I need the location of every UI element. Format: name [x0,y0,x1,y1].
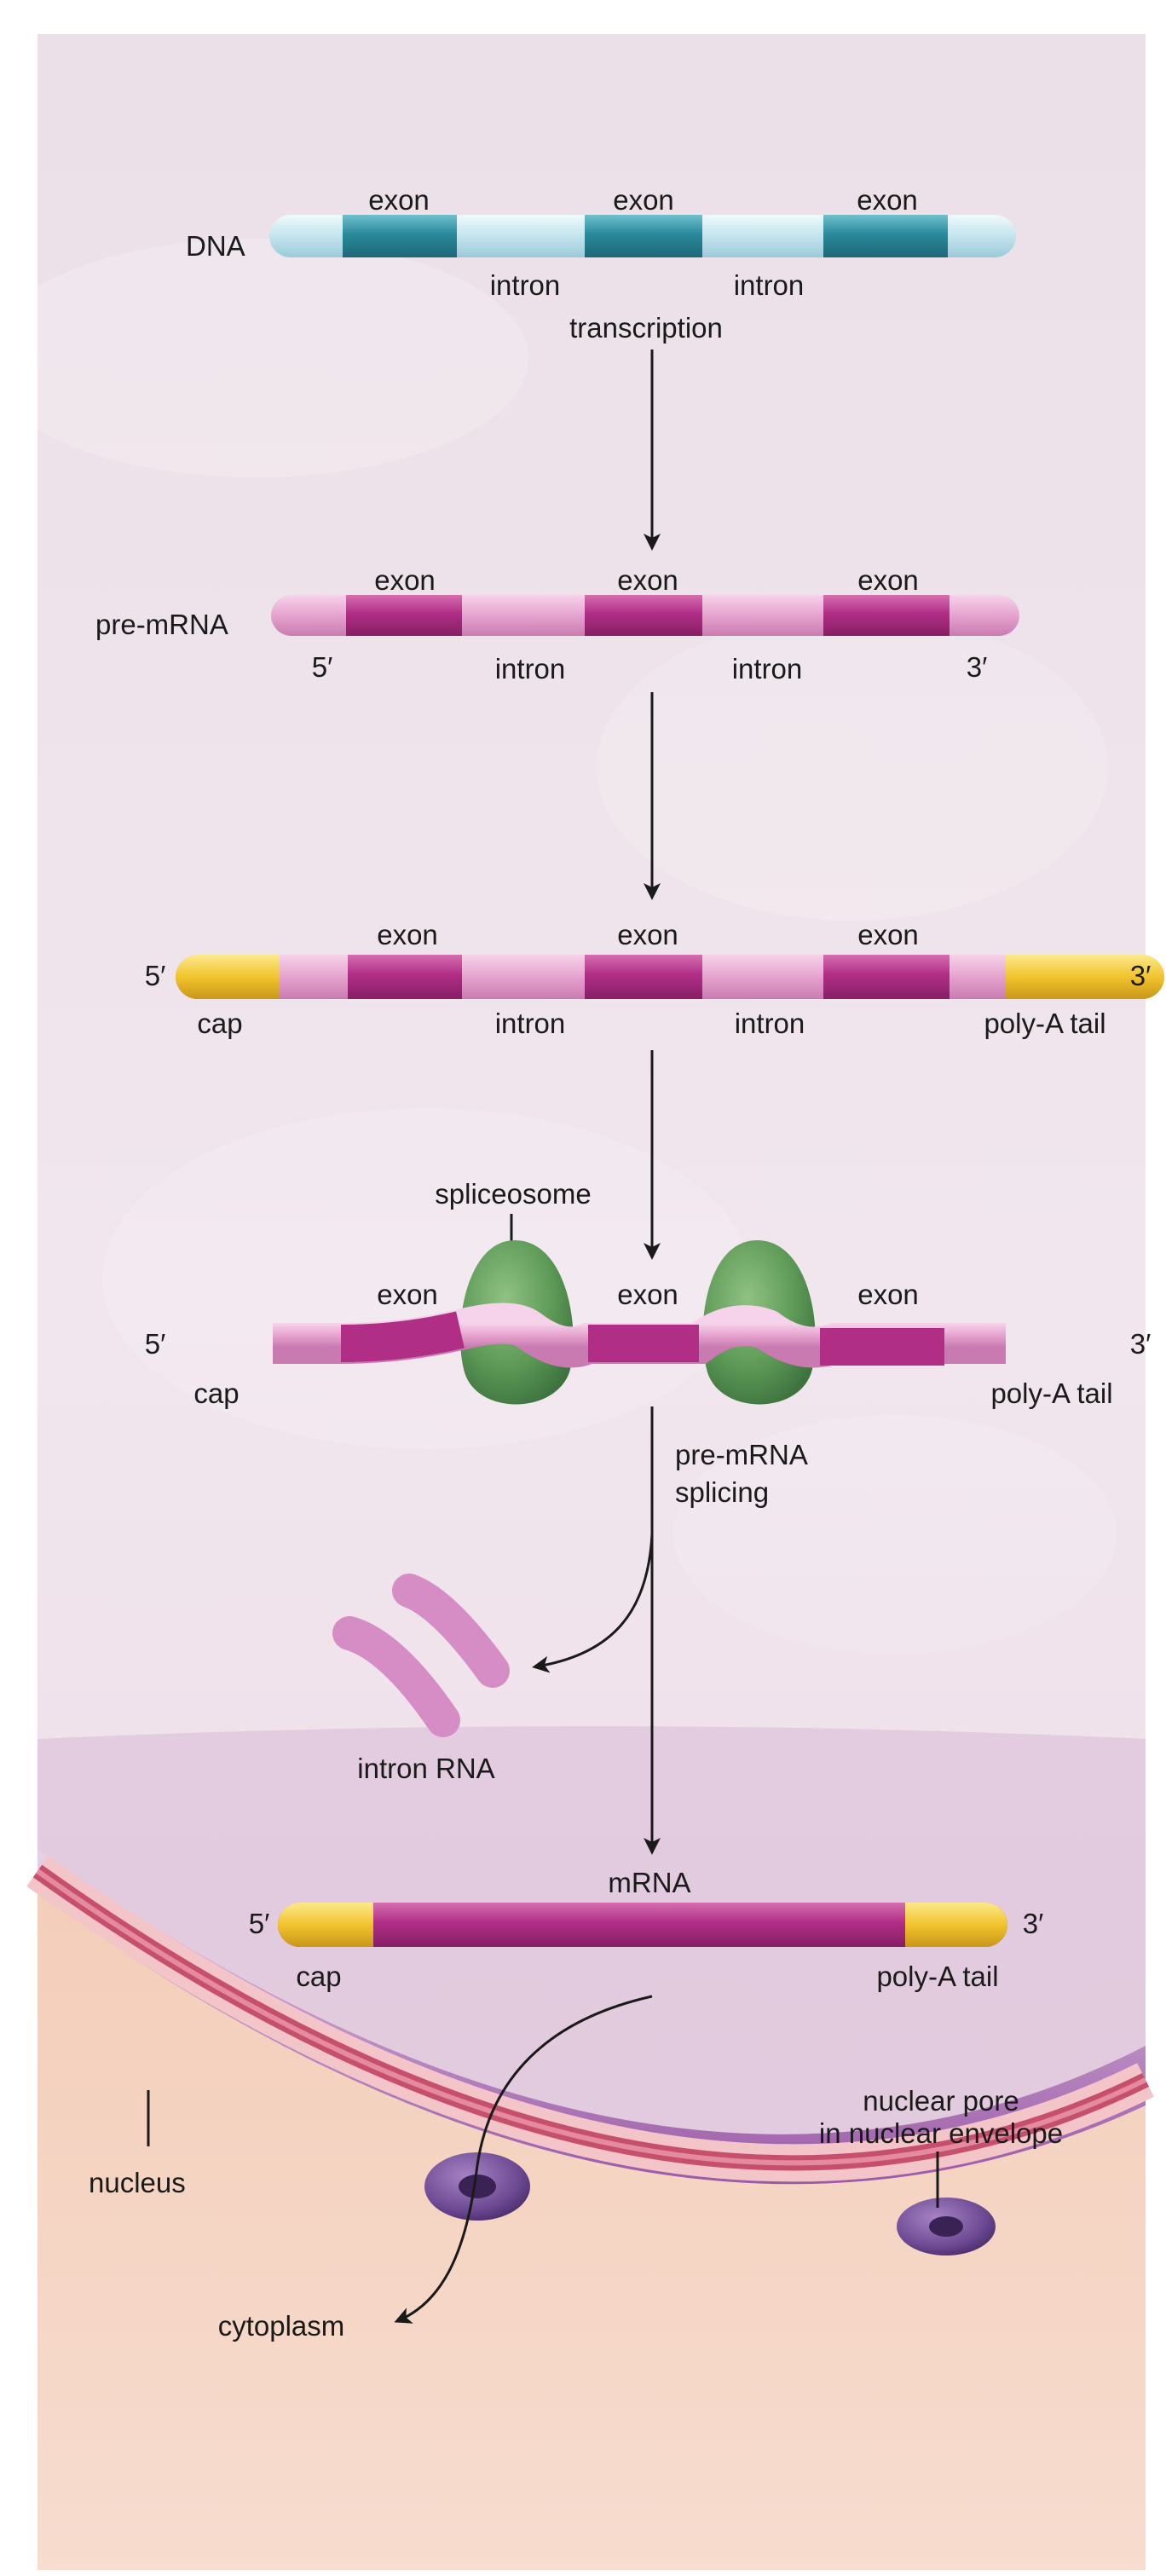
pre-mrna-exon-label-2: exon [617,564,678,596]
dna-intron-label-2: intron [734,269,805,301]
export-arrow [394,1995,653,2324]
splicing-exon-label-3: exon [857,1279,919,1310]
transcription-label: transcription [569,312,723,344]
dna-exon-label-1: exon [368,184,430,216]
pre-mrna-exon-label-3: exon [857,564,919,596]
capped-cap-label: cap [197,1008,242,1039]
capped-exon-label-2: exon [617,919,678,950]
dna-strand [269,215,1016,257]
capped-poly-a-label: poly-A tail [984,1008,1105,1039]
capped-three-prime: 3′ [1130,960,1152,991]
mrna-cap-label: cap [296,1961,341,1992]
pre-mrna-five-prime: 5′ [312,651,333,683]
pre-mrna-intron-label-2: intron [732,653,803,684]
pre-mrna-exon-label-1: exon [374,564,436,596]
capped-intron-label-1: intron [495,1008,566,1039]
intron-rna-label: intron RNA [357,1753,494,1784]
splicing-three-prime: 3′ [1130,1328,1152,1360]
dna-intron-label-1: intron [490,269,561,301]
pre-mrna-label: pre-mRNA [95,609,228,640]
capped-intron-label-2: intron [735,1008,805,1039]
pre-mrna-intron-label-1: intron [495,653,566,684]
splicing-poly-a-label: poly-A tail [990,1378,1112,1409]
pre-mrna-exon-3 [823,595,950,636]
nuclear-pore-label-1: nuclear pore [863,2085,1019,2117]
intron-removal-arrow [532,1533,654,1673]
mrna-five-prime: 5′ [249,1908,270,1939]
splicing-exon-label-2: exon [617,1279,678,1310]
capped-five-prime: 5′ [145,960,166,991]
nuclear-pore-label-2: in nuclear envelope [819,2117,1063,2149]
nuclear-pore-right [897,2198,996,2255]
pre-mrna-exon-2 [585,595,702,636]
dna-label: DNA [186,230,245,262]
splicing-exon-1 [340,1311,465,1362]
capped-cap [176,955,280,999]
capped-pre-mrna-strand [176,955,1164,999]
splicing-strand [180,1302,1111,1368]
mrna-poly-a [905,1903,1007,1947]
capped-exon-3 [823,955,950,999]
splicing-cap-label: cap [193,1378,239,1409]
capped-exon-label-1: exon [377,919,438,950]
capped-exon-1 [348,955,462,999]
capped-poly-a [1006,955,1164,999]
mrna-poly-a-label: poly-A tail [876,1961,998,1992]
intron-rna-fragment-1 [392,1574,510,1688]
cell-region [26,1726,1154,2570]
cytoplasm-label: cytoplasm [218,2310,345,2342]
capped-exon-label-3: exon [857,919,919,950]
intron-rna-fragment-2 [332,1616,460,1737]
pre-mrna-three-prime: 3′ [967,651,988,683]
spliceosome-label: spliceosome [435,1178,591,1210]
mrna-strand [278,1903,1007,1947]
mrna-label: mRNA [608,1867,690,1898]
splicing-step-label-2: splicing [675,1476,769,1508]
splicing-five-prime: 5′ [145,1328,166,1360]
nucleus-label: nucleus [89,2167,186,2198]
nuclear-pore-left [424,2152,530,2221]
mrna-cap [278,1903,373,1947]
pre-mrna-strand [271,595,1019,636]
capped-exon-2 [585,955,702,999]
splicing-step-label-1: pre-mRNA [675,1439,808,1470]
pre-mrna-exon-1 [346,595,462,636]
dna-exon-1 [343,215,457,257]
dna-exon-3 [823,215,948,257]
splicing-exon-label-1: exon [377,1279,438,1310]
mrna-three-prime: 3′ [1023,1908,1044,1939]
dna-exon-label-3: exon [857,184,918,216]
dna-exon-2 [585,215,702,257]
dna-exon-label-2: exon [613,184,674,216]
